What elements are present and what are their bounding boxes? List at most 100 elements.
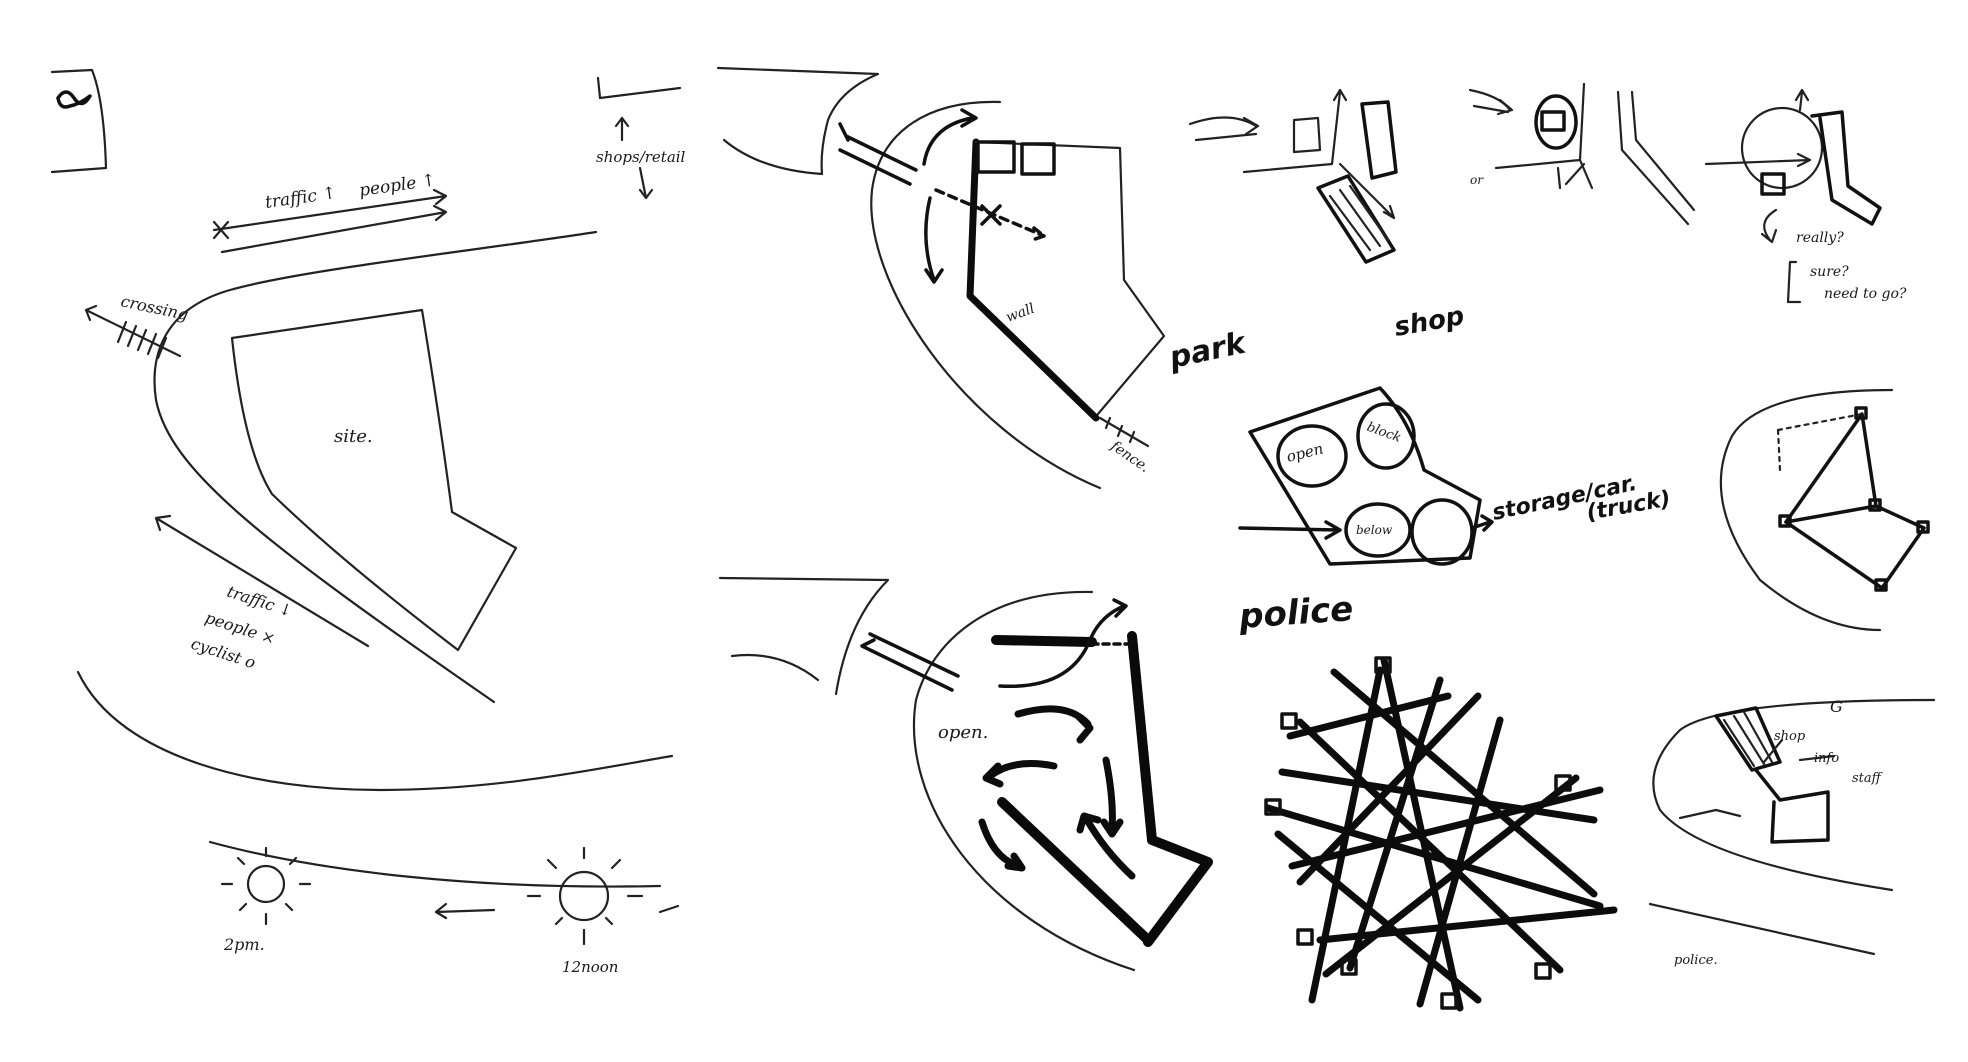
bottom-wall [997, 797, 1153, 945]
c1-lines [1242, 88, 1396, 220]
road-curve-lower [718, 576, 890, 696]
small-shop-label: shop [1774, 729, 1806, 744]
c3-brace [1786, 260, 1802, 304]
lower-road [76, 670, 674, 792]
c1-arrow [1188, 116, 1260, 142]
bubble-bottom [1344, 502, 1412, 558]
c3-arrow [1704, 88, 1812, 168]
c2-bracket [1616, 90, 1696, 226]
entry-arrow-upper [838, 122, 918, 186]
c3-small-block [1760, 172, 1786, 196]
lattice-node-1 [1374, 656, 1392, 674]
road-curve-upper [716, 66, 880, 176]
bubble-exit-arrow [1470, 514, 1494, 532]
need-label: need to go? [1824, 286, 1907, 302]
bubble-open-label: open [1285, 439, 1325, 465]
info-label: info [1814, 751, 1839, 766]
right-wall [1127, 631, 1213, 947]
site-label: site. [334, 426, 373, 447]
panel-concepts: or really? sure? need to go? park shop o… [1165, 82, 1936, 1012]
sun-path [208, 840, 662, 888]
inner-arrow-a [922, 108, 978, 166]
entry-arrow-lower [860, 632, 960, 692]
arrow-c5 [978, 818, 1026, 872]
site-arc [1719, 388, 1894, 632]
lattice-node-7 [1534, 962, 1552, 980]
wall-line [966, 138, 1100, 422]
bubble-block-label: block [1365, 420, 1404, 446]
really-label: really? [1796, 230, 1844, 246]
traffic-arrow-upper [212, 188, 448, 232]
c2-arrow [1468, 88, 1514, 116]
site-boundary [230, 308, 518, 652]
sun-noon-rays [526, 846, 644, 946]
open-label: open. [938, 722, 988, 743]
site-triangle [1784, 412, 1878, 524]
crossing-hatch [116, 320, 168, 360]
c3-walls [1810, 110, 1882, 226]
site-outline-upper [870, 100, 1102, 490]
lattice-node-5 [1340, 958, 1358, 976]
people-label-top: people ↑ [358, 170, 437, 201]
node-e [1916, 520, 1930, 534]
bubble-right [1410, 498, 1474, 566]
inner-arrow-b [924, 196, 944, 284]
site-dashed-box [1776, 412, 1864, 432]
c1-hatch [1328, 184, 1390, 252]
arrow-c1 [1014, 705, 1094, 744]
traffic-arrow-down [154, 514, 370, 648]
bubble-block [1356, 402, 1416, 470]
shops-label: shops/retail [596, 148, 686, 166]
c2-small-block [1540, 110, 1566, 132]
time-noon-label: 12noon [562, 958, 618, 976]
shop-label: shop [1392, 301, 1467, 343]
panel-site-circulation: wall fence. open. [716, 66, 1213, 972]
sun-2pm-icon [246, 864, 286, 904]
small-plan-shop [1714, 706, 1782, 772]
block-2 [1020, 142, 1056, 176]
small-plan-arrows [1678, 738, 1836, 820]
sun-2pm-rays [220, 846, 312, 926]
crossing-label: crossing [119, 291, 190, 324]
node-c [1868, 498, 1882, 512]
lattice-node-6 [1440, 992, 1458, 1010]
building-outline [974, 140, 1166, 416]
shops-arrow [614, 116, 654, 200]
sure-label: sure? [1810, 264, 1849, 280]
wall-label: wall [1004, 301, 1037, 326]
c2-circle [1534, 94, 1578, 150]
c3-question-arrow [1760, 208, 1778, 244]
c3-circle [1740, 106, 1824, 190]
lattice-structure [1264, 656, 1618, 1012]
lattice-node-4 [1296, 928, 1314, 946]
police-label: police [1237, 589, 1355, 637]
bubble-open [1276, 424, 1348, 488]
lattice-node-8 [1554, 774, 1572, 792]
cross-mark [212, 220, 230, 240]
time-2pm-label: 2pm. [223, 935, 265, 954]
top-wall [991, 635, 1097, 647]
lattice-node-2 [1280, 712, 1298, 730]
traffic-label-bottom: traffic ↓ [225, 582, 295, 621]
site-dashed-left [1776, 428, 1782, 472]
c1-tall-block [1360, 100, 1398, 180]
small-plan-walls [1754, 768, 1830, 844]
arrow-c3 [1100, 756, 1124, 838]
block-1 [976, 140, 1016, 174]
node-a [1854, 406, 1868, 420]
traffic-label-top: traffic ↑ [264, 183, 338, 213]
c1-rotated-block [1316, 174, 1396, 264]
small-plan-edge [1648, 902, 1876, 956]
panel-site-analysis: shops/retail traffic ↑ people ↑ crossing… [50, 68, 686, 976]
arrow-top-right [998, 598, 1128, 689]
corner-box [50, 68, 108, 174]
arrow-c2 [982, 760, 1058, 788]
fence-line [1098, 416, 1150, 448]
corner-scribble [56, 90, 92, 109]
or-label: or [1470, 173, 1484, 187]
node-b [1778, 514, 1792, 528]
small-plan-arc [1652, 698, 1936, 892]
bubble-frame [1248, 386, 1482, 566]
bubble-entry-arrow [1238, 520, 1342, 540]
